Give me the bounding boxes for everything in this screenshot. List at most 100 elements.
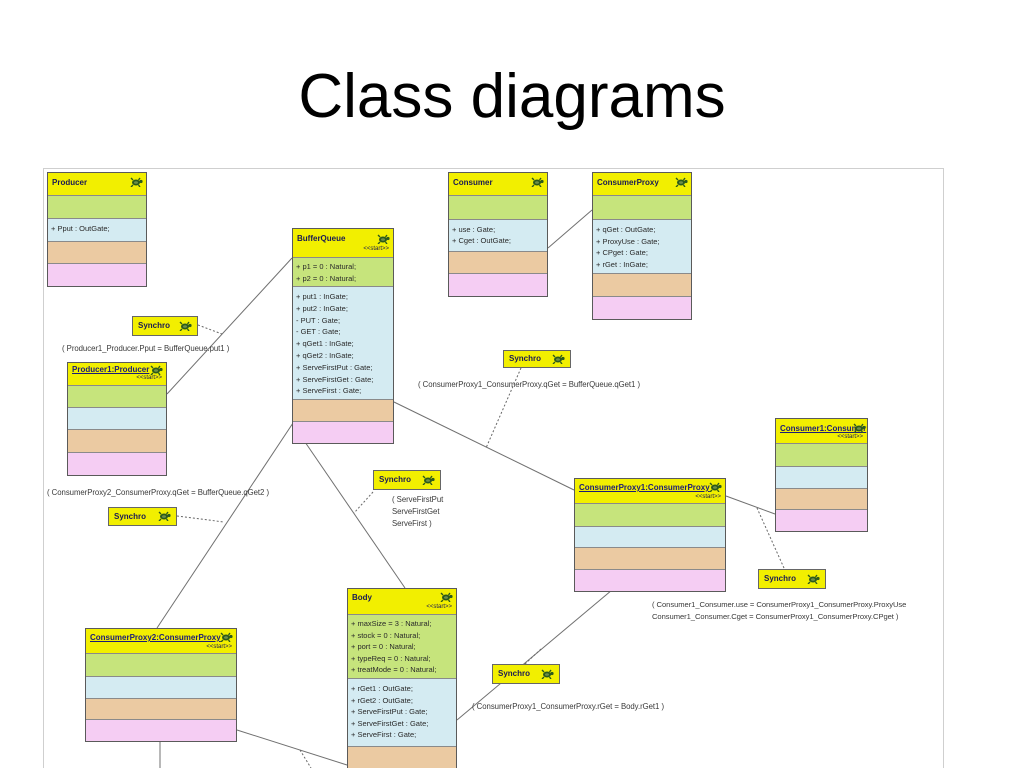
instance-consumerproxy1: ConsumerProxy1:ConsumerProxy <<start>> [574,478,726,592]
empty-compartment [293,399,393,421]
gate-entry: + ServeFirstPut : Gate; [296,362,373,372]
gates-compartment: + put1 : InGate; + put2 : InGate; - PUT … [293,286,393,399]
constraint-line: ( ConsumerProxy2_ConsumerProxy.qGet = Bu… [47,488,269,497]
attributes-compartment [86,653,236,676]
stereotype: <<start>> [837,434,863,440]
constraint-line: ( Producer1_Producer.Pput = BufferQueue.… [62,344,230,353]
instance-header: ConsumerProxy2:ConsumerProxy <<start>> [86,629,236,653]
attributes-compartment [68,385,166,407]
constraint-link [485,367,522,449]
gate-entry: + rGet2 : OutGate; [351,695,413,705]
synchro-constraint: ( Producer1_Producer.Pput = BufferQueue.… [62,343,229,354]
empty-compartment [68,452,166,475]
class-header: BufferQueue <<start>> [293,229,393,257]
attribute-entry: + p2 = 0 : Natural; [296,273,357,283]
association-line [547,209,593,249]
attributes-compartment: + p1 = 0 : Natural; + p2 = 0 : Natural; [293,257,393,286]
constraint-line: ServeFirst ) [392,519,432,528]
gate-entry: + qGet : OutGate; [596,225,656,234]
gate-entry: + put1 : InGate; [296,292,348,301]
instance-consumer1: Consumer1:Consumer <<start>> [775,418,868,532]
association-line [236,729,348,766]
attribute-entry: + p1 = 0 : Natural; [296,262,357,271]
gates-compartment: + Pput : OutGate; [48,218,146,241]
gate-entry: + ServeFirst : Gate; [296,386,362,396]
class-header: Consumer [449,173,547,195]
instance-header: Consumer1:Consumer <<start>> [776,419,867,443]
class-producer: Producer + Pput : OutGate; [47,172,147,287]
synchro-constraint: ( Consumer1_Consumer.use = ConsumerProxy… [652,599,906,623]
synchro-label: Synchro [138,321,171,330]
turtle-icon [220,632,233,642]
constraint-line: ServeFirstGet [392,507,440,516]
gates-compartment [86,676,236,698]
attribute-entry: + stock = 0 : Natural; [351,630,421,640]
class-bufferqueue: BufferQueue <<start>> + p1 = 0 : Natural… [292,228,394,444]
constraint-line: Consumer1_Consumer.Cget = ConsumerProxy1… [652,612,899,621]
class-name: ConsumerProxy [597,178,659,187]
turtle-icon [531,177,544,187]
constraint-link [756,507,785,569]
gate-entry: + ProxyUse : Gate; [596,236,660,246]
synchro-constraint: ( ServeFirstPut ServeFirstGet ServeFirst… [392,494,443,530]
turtle-icon [675,177,688,187]
turtle-icon [807,574,820,584]
synchro-constraint: ( ConsumerProxy1_ConsumerProxy.rGet = Bo… [472,701,664,712]
turtle-icon [377,234,390,244]
instance-consumerproxy2: ConsumerProxy2:ConsumerProxy <<start>> [85,628,237,742]
class-header: Body <<start>> [348,589,456,614]
synchro-label: Synchro [498,669,531,678]
gates-compartment [575,526,725,547]
gate-entry: + ServeFirstGet : Gate; [296,374,374,384]
turtle-icon [130,177,143,187]
empty-compartment [593,296,691,319]
synchro-box: Synchro [373,470,441,490]
turtle-icon [541,669,554,679]
class-name: Body [352,593,372,602]
empty-compartment [449,251,547,273]
empty-compartment [86,719,236,741]
gates-compartment: + rGet1 : OutGate; + rGet2 : OutGate; + … [348,678,456,746]
constraint-line: ( ServeFirstPut [392,495,444,504]
stereotype: <<start>> [206,644,232,650]
synchro-label: Synchro [379,475,412,484]
empty-compartment [575,569,725,591]
synchro-label: Synchro [764,574,797,583]
gate-entry: + ServeFirstGet : Gate; [351,718,429,728]
gate-entry: - PUT : Gate; [296,315,341,325]
class-header: ConsumerProxy [593,173,691,195]
stereotype: <<start>> [695,494,721,500]
synchro-box: Synchro [132,316,198,336]
turtle-icon [150,365,163,375]
gate-entry: + qGet1 : InGate; [296,339,354,349]
gate-entry: + Pput : OutGate; [51,224,110,233]
gates-compartment: + qGet : OutGate; + ProxyUse : Gate; + C… [593,219,691,273]
synchro-constraint: ( ConsumerProxy2_ConsumerProxy.qGet = Bu… [47,487,269,498]
gate-entry: + ServeFirstPut : Gate; [351,707,428,716]
instance-header: ConsumerProxy1:ConsumerProxy <<start>> [575,479,725,503]
class-consumer: Consumer + use : Gate; + Cget : OutGate; [448,172,548,297]
gate-entry: - GET : Gate; [296,327,341,337]
stereotype: <<start>> [426,604,452,610]
constraint-link [176,515,225,523]
instance-name: Consumer1:Consumer [780,424,867,433]
association-line [166,257,293,395]
constraint-link [197,324,223,335]
empty-compartment [593,273,691,296]
instance-producer1: Producer1:Producer <<start>> [67,362,167,476]
class-consumerproxy: ConsumerProxy + qGet : OutGate; + ProxyU… [592,172,692,320]
attributes-compartment [449,195,547,219]
gates-compartment [776,466,867,488]
synchro-box: Synchro [492,664,560,684]
attribute-entry: + port = 0 : Natural; [351,642,416,651]
class-name: Consumer [453,178,493,187]
empty-compartment [776,488,867,509]
gates-compartment: + use : Gate; + Cget : OutGate; [449,219,547,251]
instance-header: Producer1:Producer <<start>> [68,363,166,385]
synchro-label: Synchro [509,354,542,363]
turtle-icon [552,354,565,364]
constraint-line: ( ConsumerProxy1_ConsumerProxy.qGet = Bu… [418,380,640,389]
constraint-link [353,491,374,514]
turtle-icon [422,475,435,485]
